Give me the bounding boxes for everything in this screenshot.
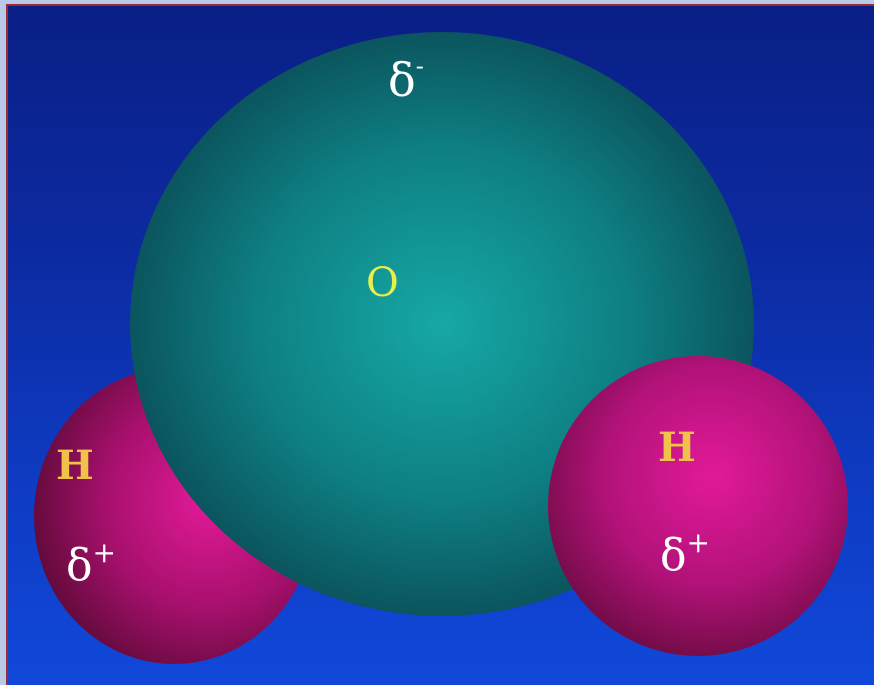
oxygen-symbol: O <box>366 260 399 306</box>
hydrogen-atom-right <box>548 356 848 656</box>
water-molecule-diagram: δ- O H δ+ H δ+ <box>34 32 848 664</box>
hydrogen-right-partial-charge: δ+ <box>660 526 710 581</box>
oxygen-partial-charge: δ- <box>388 52 424 107</box>
water-molecule-scene: δ- O H δ+ H δ+ <box>6 4 874 685</box>
hydrogen-left-partial-charge: δ+ <box>66 536 116 591</box>
hydrogen-left-symbol: H <box>56 442 94 489</box>
hydrogen-right-symbol: H <box>658 424 696 471</box>
